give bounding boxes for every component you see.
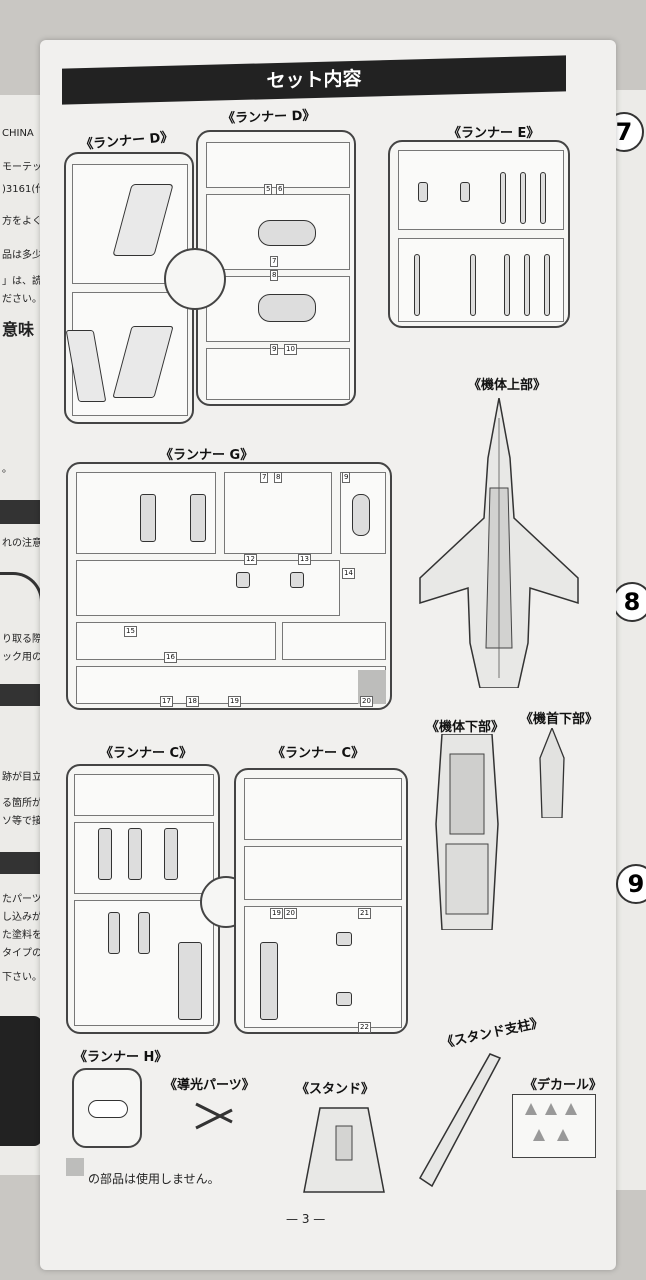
stand-strut-drawing [418,1050,504,1190]
nose-lower-label: 《機首下部》 [520,712,599,727]
decal-label: 《デカール》 [524,1078,603,1093]
decal-svg [525,1103,577,1141]
runner-part [414,254,420,316]
light-parts-svg [195,1102,233,1130]
runner-g: 7 8 9 12 13 14 15 16 17 18 19 20 [66,462,392,710]
runner-part [138,912,150,954]
runner-part [258,294,316,322]
runner-h-label: 《ランナー H》 [74,1050,168,1065]
runner-c-left [66,764,220,1034]
left-edge-bar-3 [0,852,40,874]
runner-part [164,828,178,880]
runner-cell [398,238,564,322]
runner-cell [244,846,402,900]
runner-part [504,254,510,316]
stand-label: 《スタンド》 [296,1082,375,1097]
runner-part [540,172,546,224]
runner-part [178,942,202,1020]
runner-part [336,932,352,946]
runner-part [352,494,370,536]
runner-part [128,828,142,880]
runner-part [520,172,526,224]
runner-part [260,942,278,1020]
runner-c-right-label: 《ランナー C》 [272,746,365,761]
lower-fuselage-svg [435,733,499,931]
stand-svg [303,1107,385,1193]
runner-e-label: 《ランナー E》 [448,126,540,141]
lower-fuselage-drawing [432,733,502,931]
left-edge-bar-2 [0,684,40,706]
left-edge-bar [0,500,40,524]
runner-part [108,912,120,954]
runner-part [236,572,250,588]
light-parts-label: 《導光パーツ》 [164,1078,255,1093]
runner-part [98,828,112,880]
stand-strut-svg [419,1053,502,1188]
runner-cell [206,348,350,400]
upper-fuselage-label: 《機体上部》 [468,378,547,393]
runner-part [336,992,352,1006]
upper-fuselage-drawing [418,397,580,689]
runner-part [88,1100,128,1118]
runner-cell [74,774,214,816]
runner-cell [244,778,402,840]
step-number: 8 [612,582,646,622]
runner-part [470,254,476,316]
runner-c-right: 19 20 21 22 [234,768,408,1034]
runner-cell [282,622,386,660]
runner-part [290,572,304,588]
runner-part [258,220,316,246]
runner-cell [224,472,332,554]
runner-part [544,254,550,316]
runner-cell [206,142,350,188]
runner-part [460,182,470,202]
runner-cell [74,822,214,894]
upper-fuselage-svg [419,397,579,689]
runner-e [388,140,570,328]
runner-part [418,182,428,202]
lower-fuselage-label: 《機体下部》 [426,720,505,735]
runner-part [500,172,506,224]
runner-part [524,254,530,316]
runner-c-left-label: 《ランナー C》 [100,746,193,761]
nose-lower-svg [539,726,565,819]
runner-d-top: 5 6 7 8 9 10 [196,130,356,406]
runner-cell [76,560,340,616]
unused-parts-note: の部品は使用しません。 [88,1172,220,1186]
runner-part [190,494,206,542]
runner-gate-circle [164,248,226,310]
runner-g-label: 《ランナー G》 [160,448,254,463]
left-edge-photo [0,1016,42,1146]
unused-legend-swatch [66,1158,84,1176]
runner-d-top-label: 《ランナー D》 [221,108,316,127]
light-parts-drawing [192,1098,236,1138]
runner-part [140,494,156,542]
runner-h [72,1068,142,1148]
stand-drawing [302,1106,386,1194]
decal-sheet [512,1094,596,1158]
page-number: — 3 — [286,1212,326,1226]
step-number: 9 [616,864,646,904]
nose-lower-drawing [538,726,566,819]
